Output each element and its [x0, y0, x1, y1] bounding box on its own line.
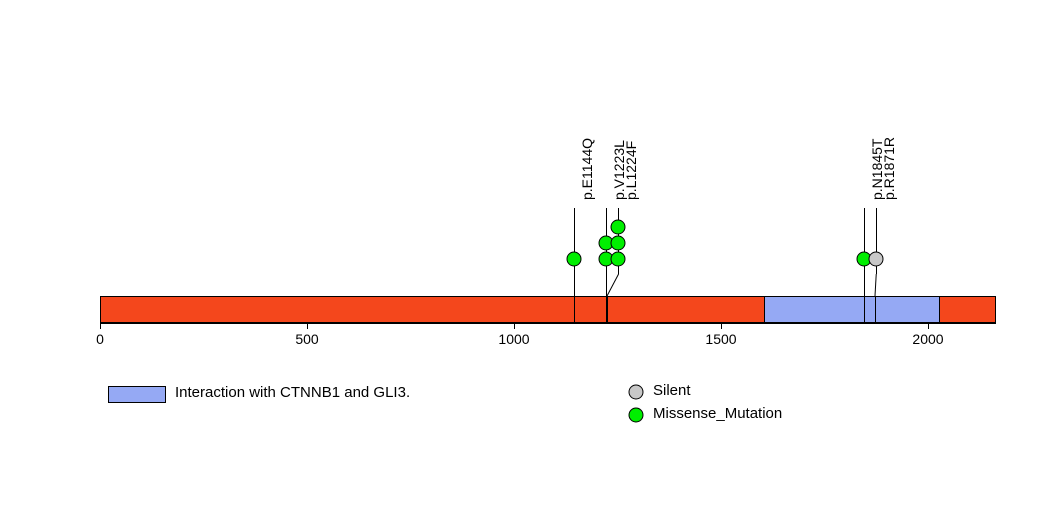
- mutation-dot-p.E1144Q-1[interactable]: [566, 251, 582, 267]
- mutation-dot-p.L1224F-1[interactable]: [610, 251, 626, 267]
- mutation-stem-leg-p.R1871R: [874, 273, 877, 297]
- axis-tick-500: [307, 323, 308, 329]
- mutation-dot-p.L1224F-2[interactable]: [610, 235, 626, 251]
- axis-tick-label-500: 500: [295, 331, 319, 347]
- axis-tick-1500: [721, 323, 722, 329]
- axis-tick-0: [100, 323, 101, 329]
- axis-tick-label-1000: 1000: [498, 331, 530, 347]
- mutation-stem-inbar-p.R1871R: [874, 296, 876, 323]
- protein-domain-0[interactable]: [764, 296, 941, 323]
- legend-mutation-swatch-0: [628, 384, 644, 400]
- mutation-stem-inbar-p.E1144Q: [573, 296, 575, 323]
- axis-tick-label-0: 0: [96, 331, 104, 347]
- mutation-dot-p.R1871R-1[interactable]: [868, 251, 884, 267]
- mutation-stem-inbar-p.L1224F: [606, 296, 608, 323]
- mutation-label-p.L1224F: p.L1224F: [623, 140, 640, 200]
- axis-line: [100, 323, 996, 324]
- axis-tick-label-2000: 2000: [912, 331, 944, 347]
- mutation-label-p.R1871R: p.R1871R: [880, 136, 897, 200]
- mutation-dot-p.L1224F-3[interactable]: [610, 219, 626, 235]
- mutation-stem-inbar-p.N1845T: [863, 296, 865, 323]
- mutation-stem-p.R1871R: [875, 208, 877, 274]
- axis-tick-label-1500: 1500: [705, 331, 737, 347]
- mutation-label-p.E1144Q: p.E1144Q: [578, 137, 595, 200]
- legend-mutation-label-0: Silent: [653, 382, 691, 399]
- legend-domain-swatch-0: [108, 386, 166, 403]
- axis-tick-1000: [514, 323, 515, 329]
- legend-domain-label-0: Interaction with CTNNB1 and GLI3.: [175, 384, 411, 401]
- legend-mutation-label-1: Missense_Mutation: [653, 405, 783, 422]
- axis-tick-2000: [928, 323, 929, 329]
- legend-mutation-swatch-1: [628, 407, 644, 423]
- mutation-stem-leg-p.L1224F: [606, 273, 619, 297]
